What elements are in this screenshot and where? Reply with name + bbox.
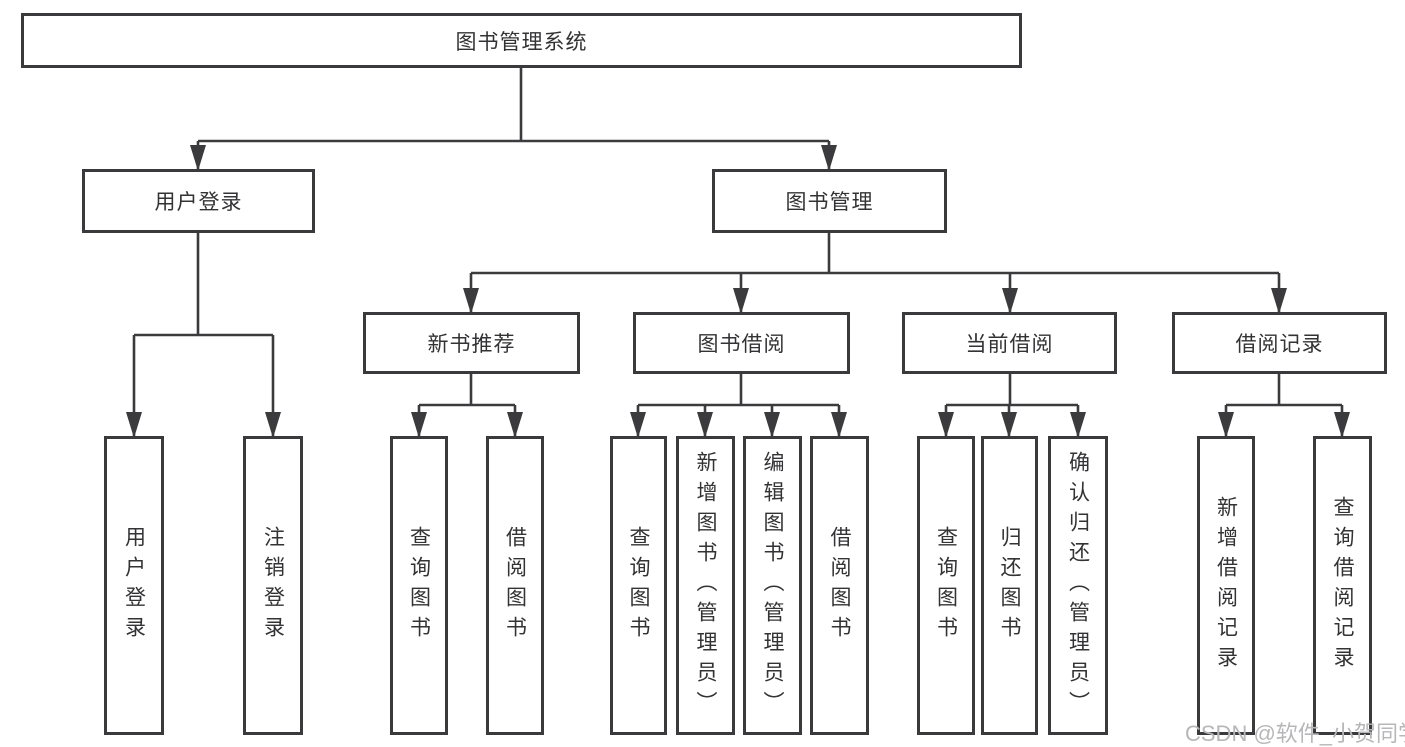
leaf-borrow-borrow-books: 借阅图书 bbox=[810, 436, 869, 735]
csdn-watermark: CSDN @软件_小贺同学 bbox=[1185, 721, 1405, 746]
leaf-user-login: 用户登录 bbox=[104, 436, 164, 735]
leaf-newbook-query-books: 查询图书 bbox=[390, 436, 448, 735]
node-new-book-recommend: 新书推荐 bbox=[363, 312, 580, 374]
leaf-borrow-edit-books-admin: 编辑图书（管理员） bbox=[743, 436, 802, 735]
leaf-current-query-books: 查询图书 bbox=[917, 436, 975, 735]
leaf-records-add-borrow-record: 新增借阅记录 bbox=[1197, 436, 1255, 735]
node-borrow-records: 借阅记录 bbox=[1172, 312, 1387, 374]
leaf-logout: 注销登录 bbox=[243, 436, 303, 735]
node-user-login: 用户登录 bbox=[82, 169, 315, 233]
leaf-current-confirm-return-admin: 确认归还（管理员） bbox=[1048, 436, 1108, 735]
leaf-current-return-books: 归还图书 bbox=[981, 436, 1038, 735]
leaf-records-query-borrow-record: 查询借阅记录 bbox=[1313, 436, 1372, 735]
leaf-borrow-query-books: 查询图书 bbox=[610, 436, 667, 735]
node-book-management: 图书管理 bbox=[712, 169, 947, 233]
leaf-newbook-borrow-books: 借阅图书 bbox=[486, 436, 544, 735]
node-current-borrow: 当前借阅 bbox=[902, 312, 1117, 374]
node-root: 图书管理系统 bbox=[21, 13, 1022, 68]
leaf-borrow-add-books-admin: 新增图书（管理员） bbox=[676, 436, 735, 735]
node-book-borrow: 图书借阅 bbox=[633, 312, 850, 374]
arrowheads bbox=[126, 145, 1350, 438]
